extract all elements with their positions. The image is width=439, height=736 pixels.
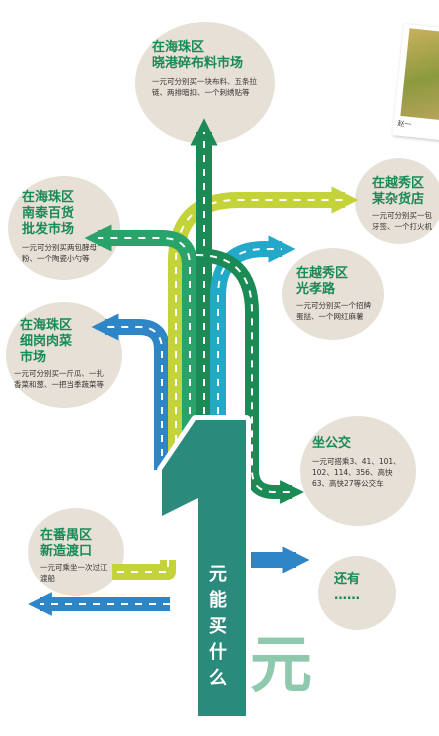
xiaogang-title: 在海珠区 晓港碎布料市场: [152, 40, 244, 71]
ferry-desc: 一元可乘坐一次过江渡船: [40, 563, 108, 583]
nantai-title: 在海珠区 南泰百货 批发市场: [22, 190, 75, 237]
ferry-title: 在番禺区 新造渡口: [40, 528, 93, 559]
bus-desc: 一元可搭乘3、41、101、102、114、356、高快63、高快27等公交车: [312, 457, 401, 488]
side-yuan-char: 元: [250, 628, 313, 701]
xigang-desc: 一元可分别买一斤瓜、一扎香菜和葱、一把当季蔬菜等: [14, 369, 104, 389]
big-one: [157, 415, 251, 721]
route-bus: [195, 248, 304, 504]
route-zahuo: [168, 186, 359, 470]
xiaogang-desc: 一元可分别买一块布料、五条拉链、两排暗扣、一个刺绣贴等: [152, 77, 257, 97]
guangxiao-title: 在越秀区 光孝路: [296, 266, 349, 297]
blob-zaohuo: [355, 158, 439, 244]
vertical-title: 元 能 买 什 么: [209, 564, 227, 689]
route-nantai: [84, 224, 198, 470]
blob-bus: [300, 416, 416, 526]
zahuo-desc: 一元可分别买一包牙签、一个打火机: [372, 211, 432, 231]
route-ferry: [112, 560, 176, 580]
more-title: 还有 ……: [334, 572, 361, 603]
bus-title: 坐公交: [312, 436, 352, 451]
blob-ferry: [28, 508, 124, 596]
xigang-title: 在海珠区 细岗肉菜 市场: [20, 318, 73, 365]
nantai-desc: 一元可分别买两包酵母粉、一个陶瓷小勺等: [22, 243, 97, 263]
route-xigang: [91, 313, 170, 470]
guangxiao-desc: 一元可分别买一个招牌蛋挞、一个网红麻薯: [296, 301, 371, 321]
blob-guangxiao: [282, 248, 384, 340]
blob-more: [318, 556, 396, 630]
zahuo-title: 在越秀区 某杂货店: [372, 176, 425, 207]
